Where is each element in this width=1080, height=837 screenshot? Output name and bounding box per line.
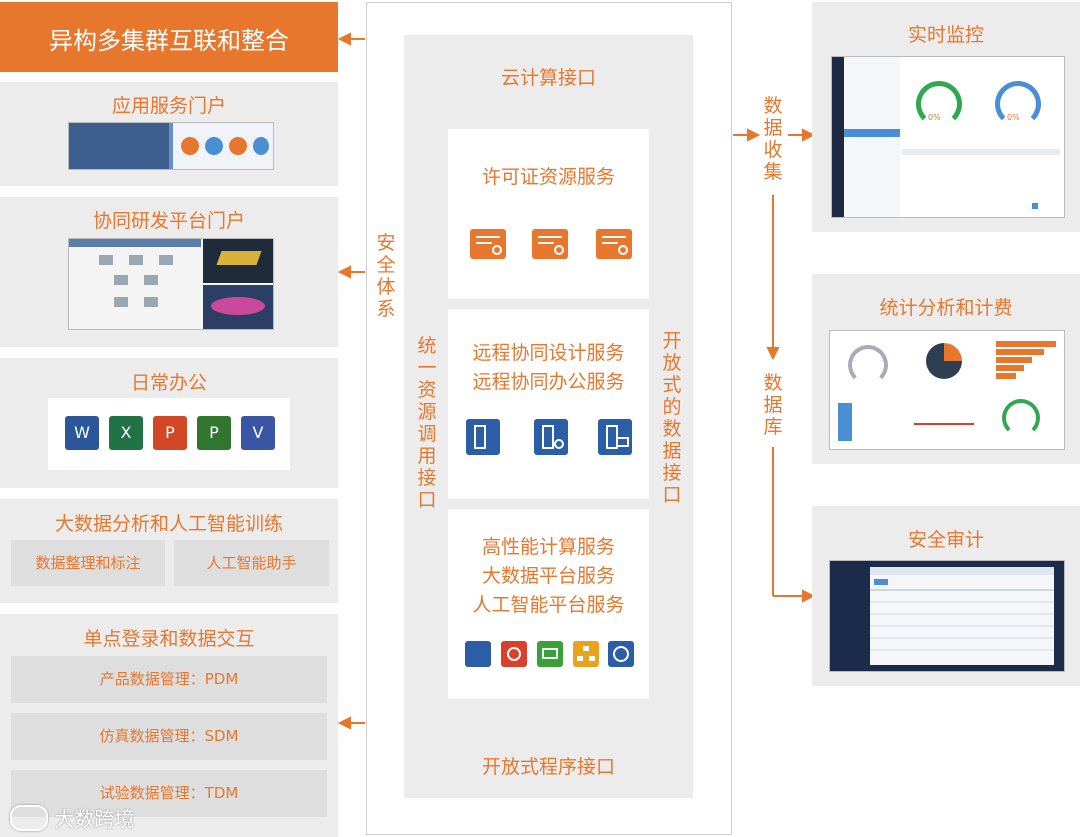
audit-panel: 安全审计 bbox=[812, 506, 1080, 686]
stats-column-chart bbox=[838, 403, 852, 441]
ai-platform-service: 人工智能平台服务 bbox=[472, 594, 625, 616]
cloud-interface-label: 云计算接口 bbox=[500, 67, 596, 89]
office-title: 日常办公 bbox=[130, 372, 207, 394]
monitor-title: 实时监控 bbox=[907, 24, 984, 46]
bigdata-title: 大数据分析和人工智能训练 bbox=[54, 513, 283, 535]
stats-gauge-icon bbox=[848, 345, 888, 385]
terminal-icon bbox=[537, 641, 563, 667]
gauge-icon bbox=[916, 81, 962, 127]
gauge-icon bbox=[995, 81, 1041, 127]
audit-title: 安全审计 bbox=[907, 529, 984, 551]
audit-window bbox=[870, 567, 1054, 665]
unified-resource-label: 统一资源调用接口 bbox=[417, 335, 437, 511]
disc-icon bbox=[608, 641, 634, 667]
arrowhead bbox=[337, 716, 351, 730]
arrowhead bbox=[766, 347, 780, 361]
app-portal-panel: 应用服务门户 bbox=[0, 82, 338, 186]
certificate-icon bbox=[596, 229, 632, 259]
powerpoint-icon: P bbox=[153, 416, 187, 450]
project-icon: P bbox=[197, 416, 231, 450]
open-program-interface-label: 开放式程序接口 bbox=[481, 756, 615, 778]
collab-portal-screenshot bbox=[68, 238, 274, 330]
hpc-service: 高性能计算服务 bbox=[481, 536, 615, 558]
database-settings-icon bbox=[465, 641, 491, 667]
monitor-panel: 实时监控 0% 0% bbox=[812, 2, 1080, 232]
security-system-label: 安全体系 bbox=[376, 232, 396, 320]
hpc-service-box: 高性能计算服务 大数据平台服务 人工智能平台服务 bbox=[448, 509, 649, 699]
office-panel: 日常办公 W X P P V bbox=[0, 358, 338, 488]
stats-gauge2-icon bbox=[1002, 399, 1040, 437]
word-icon: W bbox=[65, 416, 99, 450]
monitor-sidebar bbox=[832, 57, 844, 217]
certificate-icon bbox=[470, 229, 506, 259]
sdm-box: 仿真数据管理：SDM bbox=[11, 713, 327, 760]
arrowhead bbox=[747, 128, 761, 142]
sso-panel: 单点登录和数据交互 产品数据管理：PDM 仿真数据管理：SDM 试验数据管理：T… bbox=[0, 614, 338, 837]
stats-title: 统计分析和计费 bbox=[879, 297, 1013, 319]
sso-title: 单点登录和数据交互 bbox=[83, 628, 255, 650]
network-icon bbox=[501, 641, 527, 667]
monitor-nav-active bbox=[844, 129, 900, 137]
gauge-value-1: 0% bbox=[928, 113, 941, 122]
server-monitor-icon bbox=[598, 419, 632, 455]
arrowhead bbox=[337, 265, 351, 279]
monitor-nav bbox=[844, 57, 900, 217]
bigdata-panel: 大数据分析和人工智能训练 数据整理和标注 人工智能助手 bbox=[0, 499, 338, 603]
audit-screenshot bbox=[829, 560, 1065, 672]
collab-portal-title: 协同研发平台门户 bbox=[92, 210, 245, 232]
office-apps-box: W X P P V bbox=[48, 398, 290, 470]
stats-pie-icon bbox=[926, 343, 962, 379]
watermark-text: 大数跨境 bbox=[54, 807, 135, 831]
license-service-title: 许可证资源服务 bbox=[481, 166, 615, 188]
center-inner-panel: 云计算接口 许可证资源服务 远程协同设计服务 远程协同办公服务 高性能计算服务 … bbox=[404, 35, 693, 798]
remote-service-box: 远程协同设计服务 远程协同办公服务 bbox=[448, 309, 649, 499]
audit-desktop-icons bbox=[834, 569, 864, 659]
title-bar: 异构多集群互联和整合 bbox=[0, 2, 338, 72]
monitor-table bbox=[902, 149, 1060, 155]
hierarchy-icon bbox=[573, 641, 599, 667]
remote-design-service: 远程协同设计服务 bbox=[472, 342, 625, 364]
pdm-box: 产品数据管理：PDM bbox=[11, 656, 327, 703]
bigdata-platform-service: 大数据平台服务 bbox=[481, 565, 615, 587]
stats-screenshot bbox=[829, 330, 1065, 450]
title-bar-text: 异构多集群互联和整合 bbox=[49, 27, 289, 55]
server-icon bbox=[466, 419, 500, 455]
monitor-screenshot: 0% 0% bbox=[831, 56, 1065, 218]
stats-panel: 统计分析和计费 bbox=[812, 274, 1080, 464]
open-data-interface-label: 开放式的数据接口 bbox=[662, 330, 682, 506]
app-portal-screenshot bbox=[68, 122, 274, 170]
stats-bar-chart bbox=[996, 341, 1060, 385]
excel-icon: X bbox=[109, 416, 143, 450]
data-labeling-box: 数据整理和标注 bbox=[11, 540, 165, 586]
remote-office-service: 远程协同办公服务 bbox=[472, 371, 625, 393]
license-service-box: 许可证资源服务 bbox=[448, 129, 649, 299]
database-label: 数据库 bbox=[763, 372, 783, 438]
monitor-pager bbox=[1032, 203, 1038, 209]
data-collection-label: 数据收集 bbox=[763, 95, 783, 183]
ai-assistant-box: 人工智能助手 bbox=[174, 540, 329, 586]
stats-line-chart bbox=[914, 423, 974, 425]
certificate-icon bbox=[532, 229, 568, 259]
arrowhead bbox=[337, 32, 351, 46]
tdm-box: 试验数据管理：TDM bbox=[11, 770, 327, 817]
gauge-value-2: 0% bbox=[1007, 113, 1020, 122]
collab-portal-panel: 协同研发平台门户 bbox=[0, 197, 338, 347]
watermark-logo-icon bbox=[10, 804, 48, 831]
server-settings-icon bbox=[534, 419, 568, 455]
watermark: 大数跨境 bbox=[10, 803, 160, 833]
visio-icon: V bbox=[241, 416, 275, 450]
app-portal-title: 应用服务门户 bbox=[111, 95, 226, 117]
